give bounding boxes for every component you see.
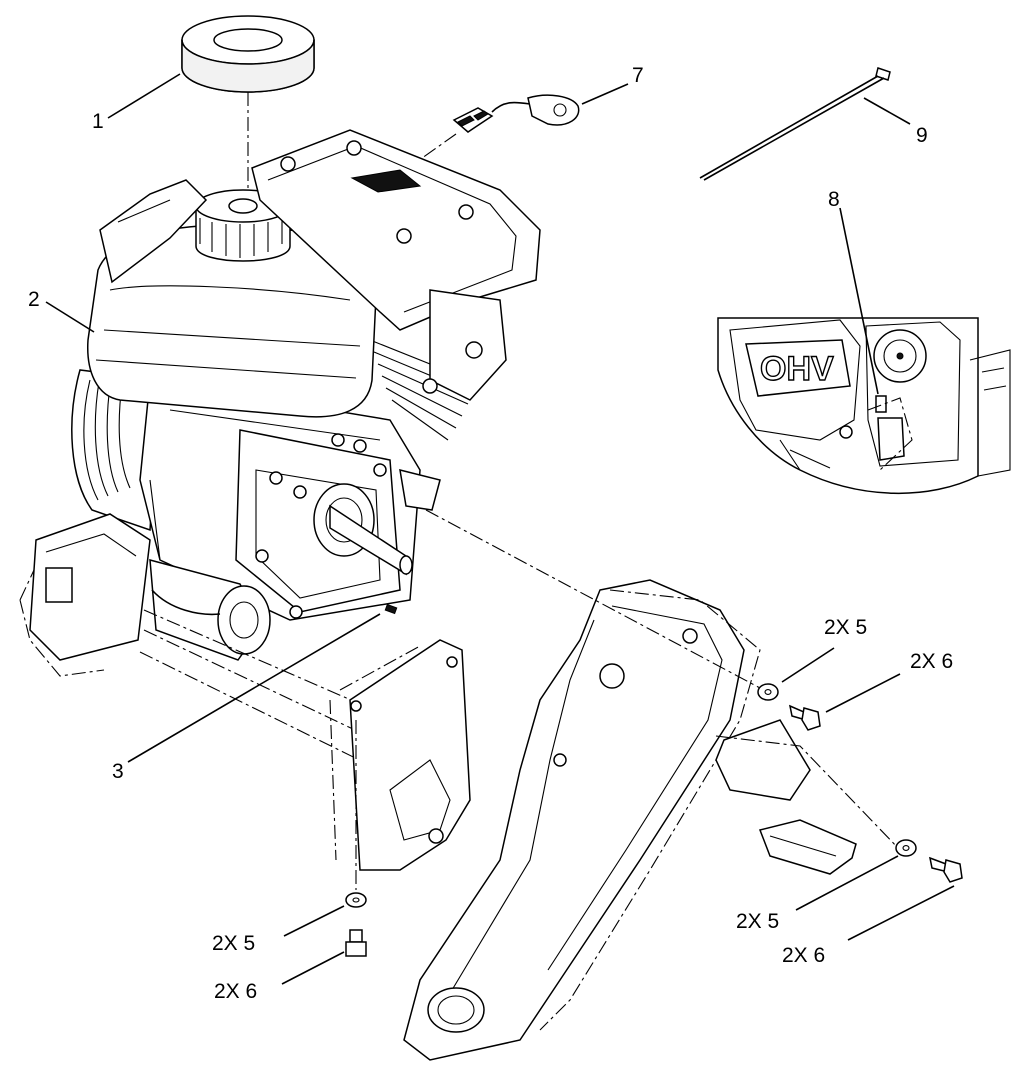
callout-9: 9	[916, 124, 928, 147]
hardware-bolt-upper-right	[788, 704, 821, 731]
callout-5-lower-left: 2X 5	[212, 932, 255, 955]
leader-lines	[45, 73, 955, 985]
callout-7: 7	[632, 64, 644, 87]
hardware-washer-upper-right	[757, 683, 779, 701]
part-mount-plate-left	[329, 639, 471, 871]
callout-3: 3	[112, 760, 124, 783]
part-2-engine	[19, 129, 541, 781]
inset-ohv-detail: OHV	[717, 317, 1011, 494]
callout-5-lower-right: 2X 5	[736, 910, 779, 933]
callout-5-upper-right: 2X 5	[824, 616, 867, 639]
hardware-bolt-lower-left	[345, 929, 367, 957]
callout-1: 1	[92, 110, 104, 133]
callout-6-upper-right: 2X 6	[910, 650, 953, 673]
callout-2: 2	[28, 288, 40, 311]
callout-6-lower-right: 2X 6	[782, 944, 825, 967]
hardware-washer-lower-left	[345, 720, 367, 908]
hardware-bolt-lower-right	[928, 856, 963, 883]
part-1-foam-ring	[181, 15, 315, 192]
part-7-key-harness	[407, 94, 580, 169]
ohv-decal-text: OHV	[760, 350, 834, 388]
part-9-cable-tie	[699, 67, 891, 181]
callout-8: 8	[828, 188, 840, 211]
hardware-washer-lower-right	[895, 839, 917, 857]
callout-labels: 1 2 3 7 8 9 2X 5 2X 6 2X 5 2X 6 2X 5 2X …	[28, 64, 953, 1003]
part-main-bracket	[403, 509, 761, 1061]
callout-6-lower-left: 2X 6	[214, 980, 257, 1003]
part-bracket-clip-right	[715, 719, 901, 875]
